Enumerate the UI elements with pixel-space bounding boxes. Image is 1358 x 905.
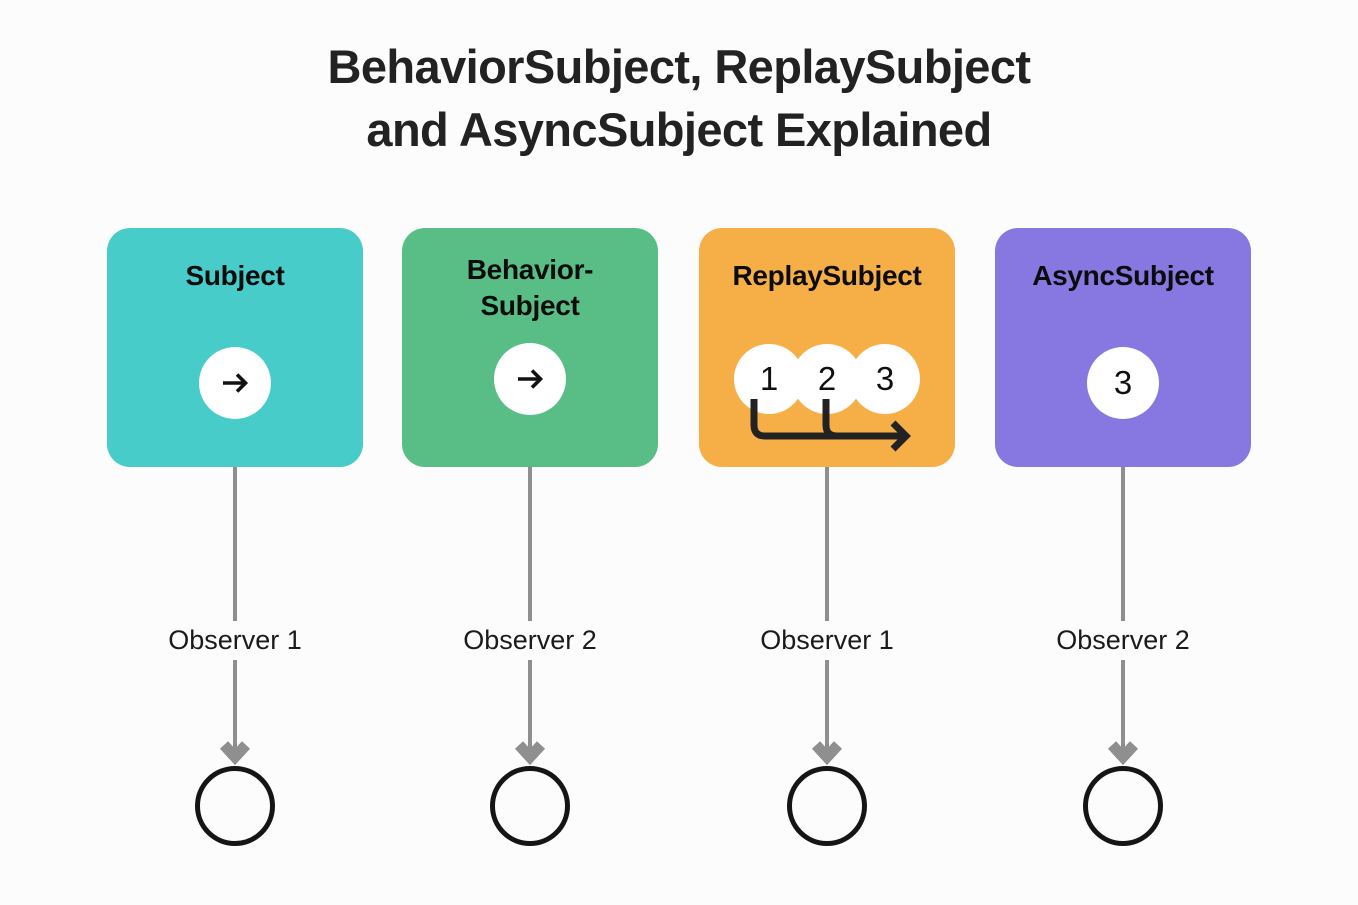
connector-replaysubject [811,467,843,787]
value-badge-3: 3 [1087,347,1159,419]
page-title: BehaviorSubject, ReplaySubject and Async… [327,40,1031,156]
card-title-replaysubject: ReplaySubject [732,260,922,291]
observer-circle-2[interactable] [787,766,867,846]
badge-row-subject [107,347,363,419]
observer-label-2: Observer 1 [677,621,977,660]
badge-row-asyncsubject: 3 [995,347,1251,419]
observer-label-1: Observer 2 [380,621,680,660]
value-badge-3: 3 [850,344,920,414]
column-replaysubject: ReplaySubject 1 2 3 Observer 1 [677,228,977,846]
column-subject: Subject Observer 1 [85,228,385,846]
column-asyncsubject: AsyncSubject 3 Observer 2 [973,228,1273,846]
card-asyncsubject[interactable]: AsyncSubject 3 [995,228,1251,467]
card-replaysubject[interactable]: ReplaySubject 1 2 3 [699,228,955,467]
observer-circle-0[interactable] [195,766,275,846]
card-title-behaviorsubject: Behavior- Subject [466,254,594,321]
card-title-asyncsubject: AsyncSubject [1032,260,1214,291]
card-behaviorsubject[interactable]: Behavior- Subject [402,228,658,467]
arrow-right-icon [199,347,271,419]
connector-asyncsubject [1107,467,1139,787]
card-subject[interactable]: Subject [107,228,363,467]
connector-behaviorsubject [514,467,546,787]
connector-subject [219,467,251,787]
column-behaviorsubject: Behavior- Subject Observer 2 [380,228,680,846]
arrow-right-icon [494,343,566,415]
observer-circle-3[interactable] [1083,766,1163,846]
observer-circle-1[interactable] [490,766,570,846]
badge-row-behaviorsubject [402,343,658,415]
observer-label-3: Observer 2 [973,621,1273,660]
card-title-subject: Subject [185,260,285,291]
badge-row-replaysubject: 1 2 3 [699,344,955,414]
observer-label-0: Observer 1 [85,621,385,660]
replay-flow-arrow-icon [699,399,955,467]
